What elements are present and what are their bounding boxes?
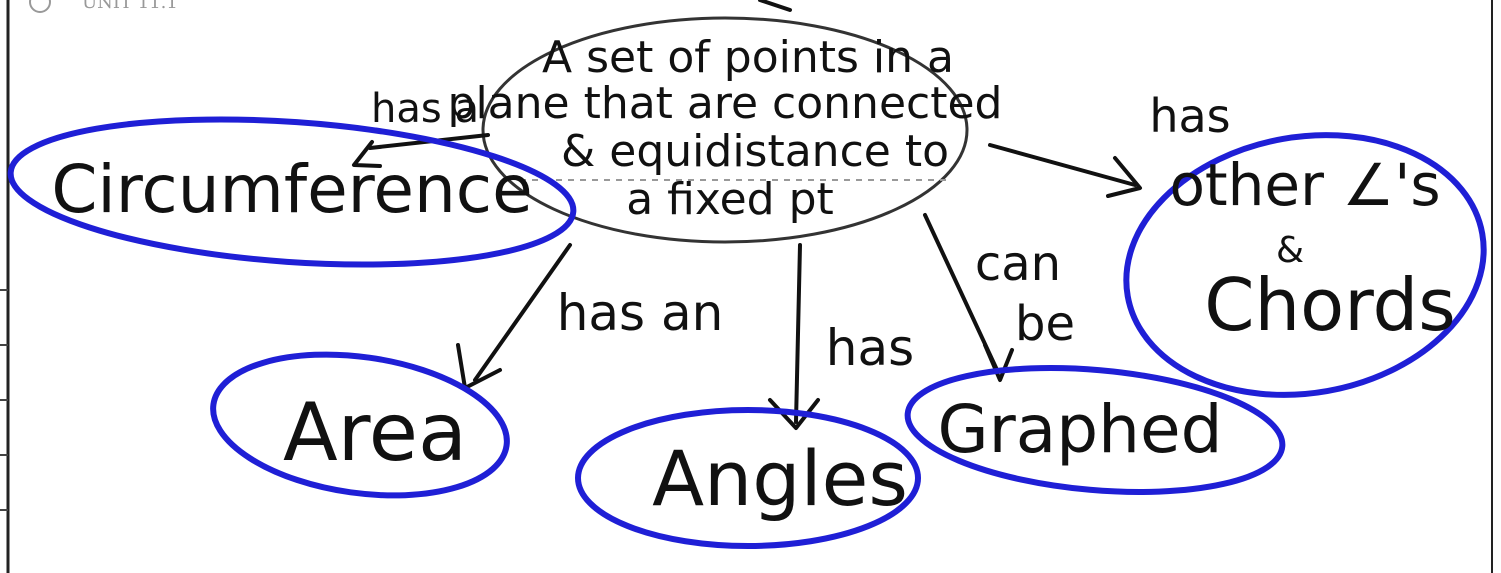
center-line-2: plane that are connected [448,78,1003,129]
node-other-outline [1123,132,1487,398]
node-graphed-outline [904,365,1286,495]
edge-label-circumference: has a [371,86,479,132]
node-other-line-1: other ∠'s [1169,151,1440,219]
edge-label-graphed-2: be [1015,296,1075,352]
arrow-angles [794,243,802,424]
center-line-3: & equidistance to [561,126,949,177]
node-circumference-outline [7,116,577,268]
node-other-angles-chords: other ∠'s & Chords [1123,132,1487,398]
center-definition: A set of points in a plane that are conn… [448,32,1003,225]
node-area-label: Area [283,386,467,479]
node-circumference: Circumference [7,116,577,268]
node-graphed: Graphed [904,365,1286,495]
center-line-4: a fixed pt [626,174,834,225]
header-bullet-icon [29,0,51,13]
edge-label-graphed-1: can [975,236,1061,292]
node-area-outline [210,351,510,499]
arrows [352,133,1142,430]
node-other-line-2: & [1276,230,1304,271]
edge-label-other: has [1149,89,1230,143]
edge-label-angles: has [826,319,914,377]
header-fragment: UNIT 11.1 [82,0,178,13]
center-line-1: A set of points in a [542,32,954,83]
node-angles-outline [575,407,921,549]
node-other-line-3: Chords [1204,263,1456,347]
arrow-other [988,143,1137,187]
center-ellipse [481,16,969,244]
edge-label-area: has an [557,284,724,342]
node-area: Area [210,351,510,499]
arrow-area [473,243,572,382]
node-graphed-label: Graphed [938,391,1223,468]
node-angles-label: Angles [652,434,908,523]
node-circumference-label: Circumference [51,151,532,228]
node-angles: Angles [575,407,921,549]
